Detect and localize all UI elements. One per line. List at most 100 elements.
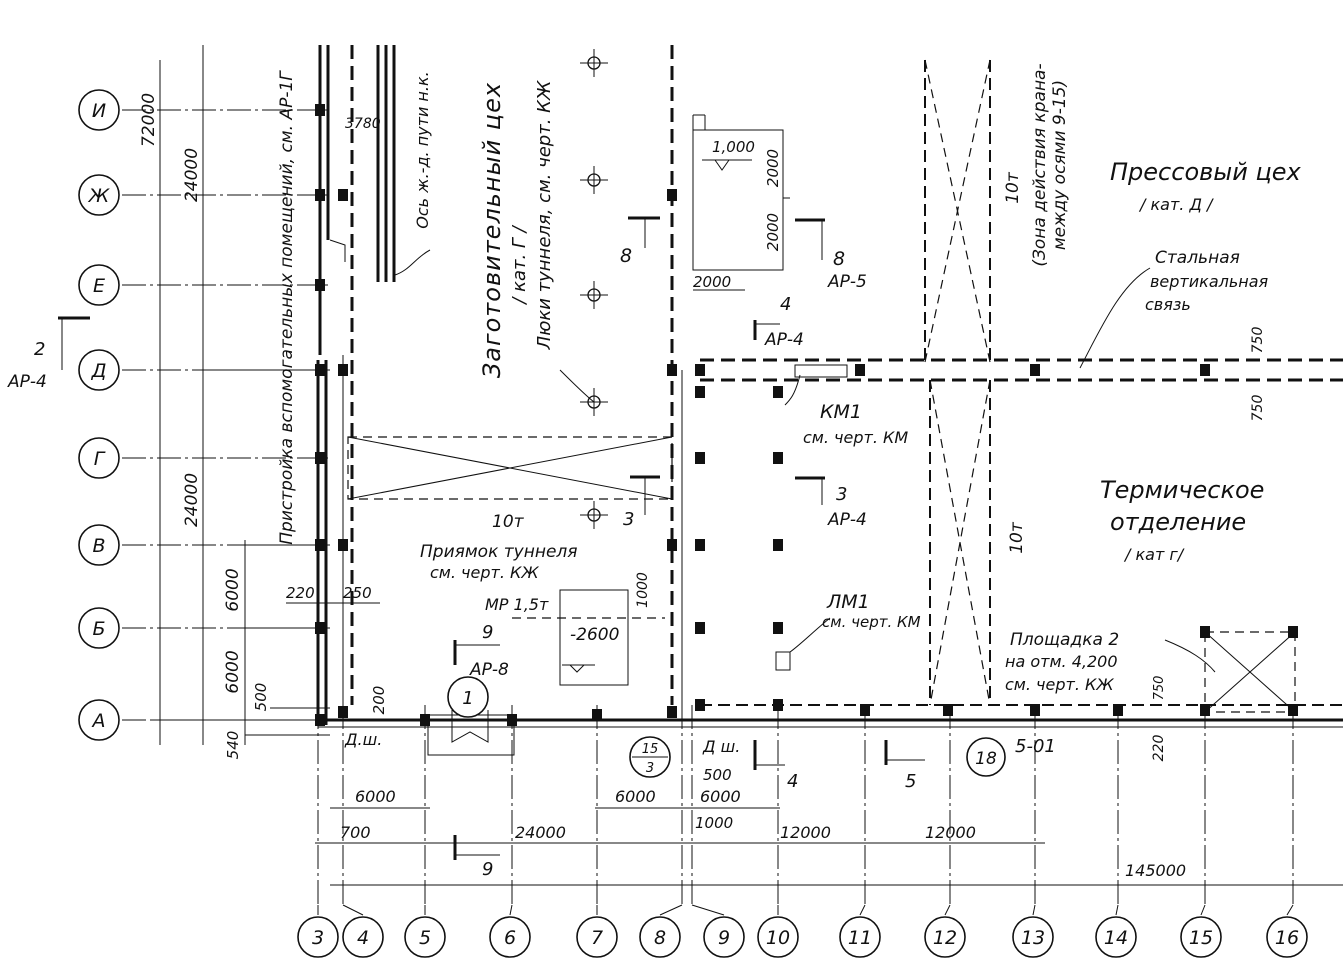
thermal-title-1: Термическое — [1100, 476, 1264, 504]
annex-label: Пристройка вспомогательных помещений, см… — [277, 70, 297, 545]
section-4-ref: АР-4 — [764, 330, 804, 350]
column-axis-circle — [297, 916, 339, 958]
shop-category: / кат. Г / — [509, 224, 530, 305]
dim-2000-h: 2000 — [693, 273, 731, 291]
dim-b-500: 500 — [703, 766, 732, 784]
column-axis-label: 8 — [654, 927, 666, 949]
column-marker — [860, 704, 870, 716]
thermal-title-2: отделение — [1110, 508, 1246, 536]
row-axis-circle — [78, 699, 120, 741]
section-3-left: 3 — [623, 509, 634, 530]
column-axis-label: 7 — [591, 927, 603, 949]
node-3: 3 — [646, 761, 654, 776]
section-3-right: 3 — [836, 484, 847, 505]
section-markers: 2 АР-4 8 8 АР-5 4 АР-4 3 3 АР-4 9 АР-8 9… — [7, 216, 925, 880]
column-axis-label: 16 — [1275, 927, 1299, 949]
dim-540: 540 — [224, 731, 242, 760]
node-15-3: 15 3 — [629, 736, 671, 778]
column-axis-circle — [576, 916, 618, 958]
dim-24000-mid: 24000 — [182, 473, 202, 527]
dim-750-b: 750 — [1250, 395, 1266, 422]
row-axis-circle — [78, 524, 120, 566]
column-axis-circle — [404, 916, 446, 958]
column-marker — [1200, 704, 1210, 716]
row-axis-label: В — [92, 535, 105, 557]
column-marker — [943, 704, 953, 716]
lm1-label: ЛМ1 — [826, 591, 870, 613]
steel-brace-1: Стальная — [1155, 248, 1240, 268]
row-axis-circle — [78, 89, 120, 131]
section-2: 2 — [34, 339, 45, 360]
dim-b-145000: 145000 — [1125, 861, 1186, 880]
column-marker — [773, 386, 783, 398]
row-axis-label: Г — [94, 448, 106, 470]
dim-b-12000a: 12000 — [780, 823, 831, 842]
row-axis-label: Ж — [88, 185, 111, 207]
tunnel-hatches — [580, 49, 608, 529]
column-marker — [695, 452, 705, 464]
row-axis-label: Б — [92, 618, 105, 640]
column-marker — [773, 452, 783, 464]
row-axis-circle — [78, 264, 120, 306]
dim-500: 500 — [252, 683, 270, 712]
section-9-ref: АР-8 — [469, 660, 509, 680]
crane-zone-2: между осями 9-15) — [1050, 80, 1070, 250]
column-marker — [667, 364, 677, 376]
dim-b-12000b: 12000 — [925, 823, 976, 842]
dim-1000-level: 1,000 — [712, 138, 755, 156]
section-8-left: 8 — [620, 245, 632, 267]
dim-250: 250 — [343, 584, 372, 602]
column-marker — [855, 364, 865, 376]
column-marker — [1200, 626, 1210, 638]
gate-marker: 1 — [447, 676, 489, 743]
thermal-category: / кат г/ — [1123, 545, 1185, 564]
bottom-dimensions: 6000 700 24000 6000 500 6000 1000 12000 … — [315, 766, 1343, 886]
dim-6000-a: 6000 — [223, 650, 243, 693]
column-marker — [315, 622, 325, 634]
column-axis-circle — [1012, 916, 1054, 958]
row-axis-label: А — [91, 710, 106, 732]
platform-label-3: см. черт. КЖ — [1005, 675, 1114, 694]
column-marker — [773, 539, 783, 551]
column-marker — [338, 189, 348, 201]
section-2-ref: АР-4 — [7, 372, 47, 392]
column-axis-label: 14 — [1104, 927, 1128, 949]
crane-10t-lower: 10т — [1007, 521, 1027, 554]
dim-220: 220 — [286, 584, 315, 602]
column-axis-label: 12 — [933, 927, 957, 949]
column-marker — [695, 386, 705, 398]
mp-label: МР 1,5т — [485, 595, 549, 614]
dim-200: 200 — [370, 686, 388, 715]
pit-label-2: см. черт. КЖ — [430, 563, 539, 582]
shop-title: Заготовительный цех — [478, 82, 506, 378]
column-marker — [1200, 364, 1210, 376]
column-axis-label: 3 — [312, 927, 324, 949]
dim-3780: 3780 — [345, 116, 381, 132]
press-shop-category: / кат. Д / — [1138, 195, 1214, 214]
section-9-top: 9 — [482, 622, 493, 643]
column-marker — [315, 189, 325, 201]
column-axis-circle — [1266, 916, 1308, 958]
column-marker — [338, 706, 348, 718]
column-axis-label: 11 — [848, 927, 872, 949]
column-axis-circle — [489, 916, 531, 958]
dim-72000: 72000 — [139, 93, 159, 147]
press-shop-title: Прессовый цех — [1110, 158, 1302, 186]
dim-2000-v2: 2000 — [764, 213, 782, 251]
steel-brace-2: вертикальная — [1150, 272, 1269, 291]
column-axis-label: 6 — [504, 927, 516, 949]
column-marker — [773, 699, 783, 711]
column-marker — [420, 714, 430, 726]
column-marker — [667, 539, 677, 551]
dim-220-right: 220 — [1151, 735, 1167, 762]
column-marker — [695, 539, 705, 551]
column-marker — [695, 699, 705, 711]
crane-10t-upper: 10т — [1003, 171, 1023, 204]
dim-750-a: 750 — [1250, 327, 1266, 354]
column-marker — [695, 364, 705, 376]
row-axis-circle — [78, 349, 120, 391]
column-marker — [315, 104, 325, 116]
